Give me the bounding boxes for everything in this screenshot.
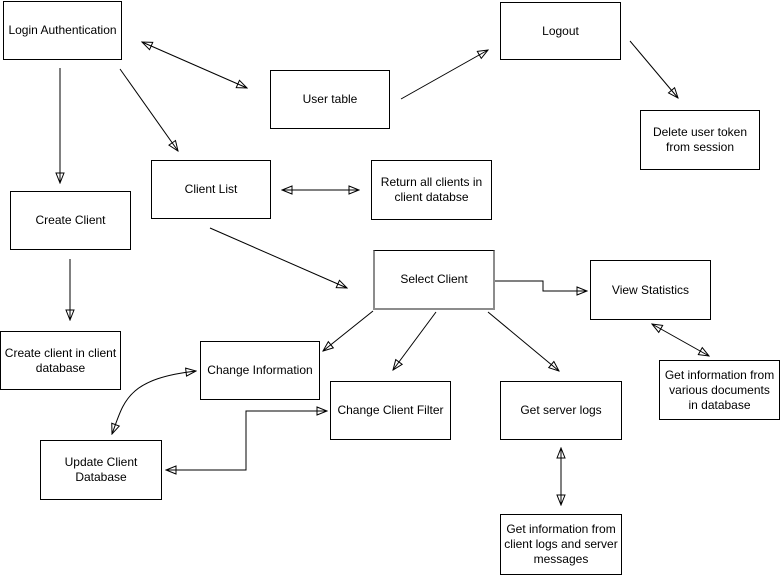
edge-select-client-change-information [323, 310, 374, 351]
edge-update-client-db-change-client-filter [166, 411, 327, 470]
edge-client-list-select-client [209, 227, 347, 288]
edge-update-client-db-change-information [112, 371, 196, 434]
edge-login-authentication-client-list [119, 68, 178, 151]
node-label: Create Client [35, 213, 106, 227]
node-label: View Statistics [611, 282, 690, 297]
edge-user-table-logout [400, 50, 488, 100]
node-label: Get information from various documents i… [664, 367, 775, 412]
node-label: Return all clients in client databse [380, 175, 483, 204]
node-label: Select Client [400, 272, 468, 286]
node-label: Get server logs [520, 403, 602, 417]
node-login-authentication[interactable]: Login Authentication [3, 1, 122, 60]
node-get-info-documents[interactable]: Get information from various documents i… [659, 360, 780, 420]
edge-logout-delete-user-token [629, 40, 678, 98]
node-label: Delete user token from session [652, 125, 748, 154]
node-label: Get information from client logs and ser… [504, 522, 618, 566]
node-label: User table [302, 92, 358, 106]
node-label: Change Information [207, 363, 313, 377]
node-change-information[interactable]: Change Information [200, 341, 320, 400]
edge-select-client-get-server-logs [487, 311, 559, 371]
node-return-all-clients[interactable]: Return all clients in client databse [371, 160, 492, 220]
node-label: Logout [542, 23, 579, 38]
edge-login-authentication-user-table [142, 42, 247, 88]
node-get-info-client-logs[interactable]: Get information from client logs and ser… [500, 514, 622, 575]
node-label: Client List [184, 182, 238, 196]
node-label: Login Authentication [8, 23, 117, 37]
node-delete-user-token[interactable]: Delete user token from session [640, 110, 760, 170]
node-view-statistics[interactable]: View Statistics [590, 260, 711, 320]
node-label: Change Client Filter [337, 403, 444, 417]
node-update-client-db[interactable]: Update Client Database [40, 440, 162, 500]
edge-select-client-change-client-filter [393, 311, 437, 370]
node-create-client[interactable]: Create Client [10, 191, 131, 250]
node-label: Create client in client database [4, 345, 117, 375]
node-select-client[interactable]: Select Client [373, 250, 495, 310]
edge-select-client-view-statistics [495, 280, 587, 291]
node-client-list[interactable]: Client List [151, 160, 271, 219]
node-get-server-logs[interactable]: Get server logs [500, 381, 622, 440]
node-create-client-in-db[interactable]: Create client in client database [0, 331, 121, 390]
node-label: Update Client Database [64, 455, 138, 484]
node-change-client-filter[interactable]: Change Client Filter [330, 381, 451, 440]
node-logout[interactable]: Logout [500, 2, 621, 60]
edge-view-statistics-get-info-documents [652, 324, 709, 356]
node-user-table[interactable]: User table [270, 70, 390, 129]
